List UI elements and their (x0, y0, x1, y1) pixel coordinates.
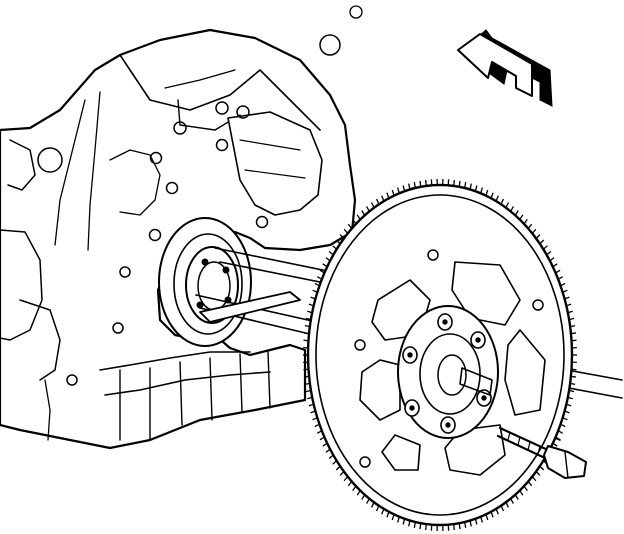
bolt-icon (470, 331, 486, 349)
bolt-icon (496, 426, 587, 479)
flywheel-hub-bolts (402, 313, 492, 434)
engine-block (0, 5, 363, 450)
spacer-plate (199, 291, 301, 323)
bolt-icon (437, 313, 453, 331)
bolt-icon (404, 399, 420, 417)
arrow-up-left-icon (457, 29, 553, 107)
bolt-icon (440, 416, 456, 434)
bolt-icon (402, 346, 418, 364)
